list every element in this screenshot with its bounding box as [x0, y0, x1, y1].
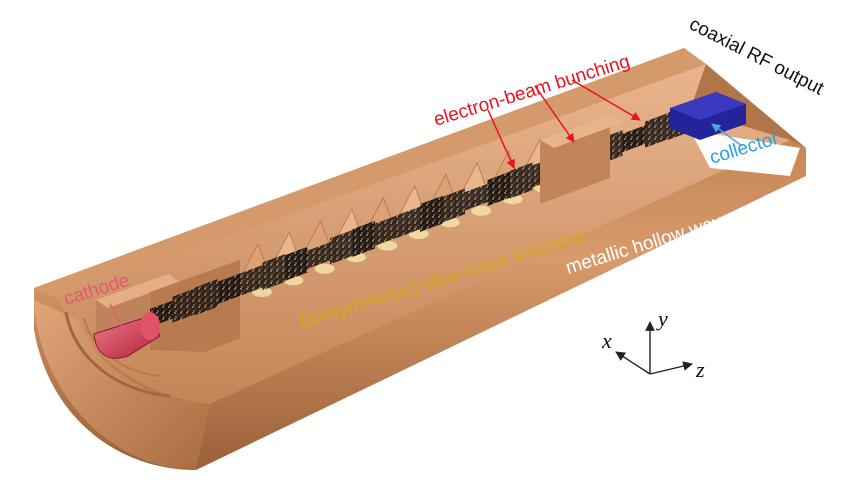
output-port-opening [690, 130, 800, 176]
beam-segment [352, 220, 375, 257]
beam-segment [510, 162, 533, 199]
tooth-highlight [314, 263, 335, 274]
waveguide-top-cut-face [34, 48, 706, 298]
beam-segment [285, 246, 308, 281]
bunching-arrow-1 [487, 109, 515, 169]
collector-arrow [711, 123, 743, 147]
beam-segment [420, 195, 443, 232]
beam-segment [307, 242, 330, 269]
cathode-arrow [109, 303, 125, 331]
beam-segment [487, 171, 510, 207]
beam-segment [397, 206, 420, 238]
x-axis-label: x [601, 328, 612, 353]
beam-segment [195, 279, 218, 316]
beam-segment [330, 230, 353, 265]
coordinate-axes: y x z [601, 306, 705, 382]
beam-segment [622, 125, 645, 153]
beam-segment [442, 188, 465, 223]
z-axis-arrow [649, 361, 693, 375]
cathode-face [140, 312, 160, 340]
collector-top [670, 92, 746, 120]
waveguide-end-ring [64, 311, 171, 398]
tooth-highlight [377, 240, 398, 251]
beam-segment [465, 183, 488, 211]
tooth-highlight [471, 205, 492, 216]
collector-step-top [540, 114, 624, 148]
beam-segment [262, 254, 285, 291]
beam-segment [645, 113, 668, 148]
beam-segment [172, 288, 195, 323]
beam-segment [240, 265, 263, 296]
bunching-arrow-2 [534, 85, 575, 143]
bunching-arrow-3 [571, 79, 641, 121]
beam-segment [217, 273, 240, 305]
beam-segment [375, 215, 398, 246]
x-axis-arrow [615, 351, 651, 375]
z-axis-label: z [695, 357, 705, 382]
y-axis-label: y [656, 306, 668, 331]
waveguide-right-end [690, 64, 806, 148]
cathode-housing-top [96, 274, 180, 308]
